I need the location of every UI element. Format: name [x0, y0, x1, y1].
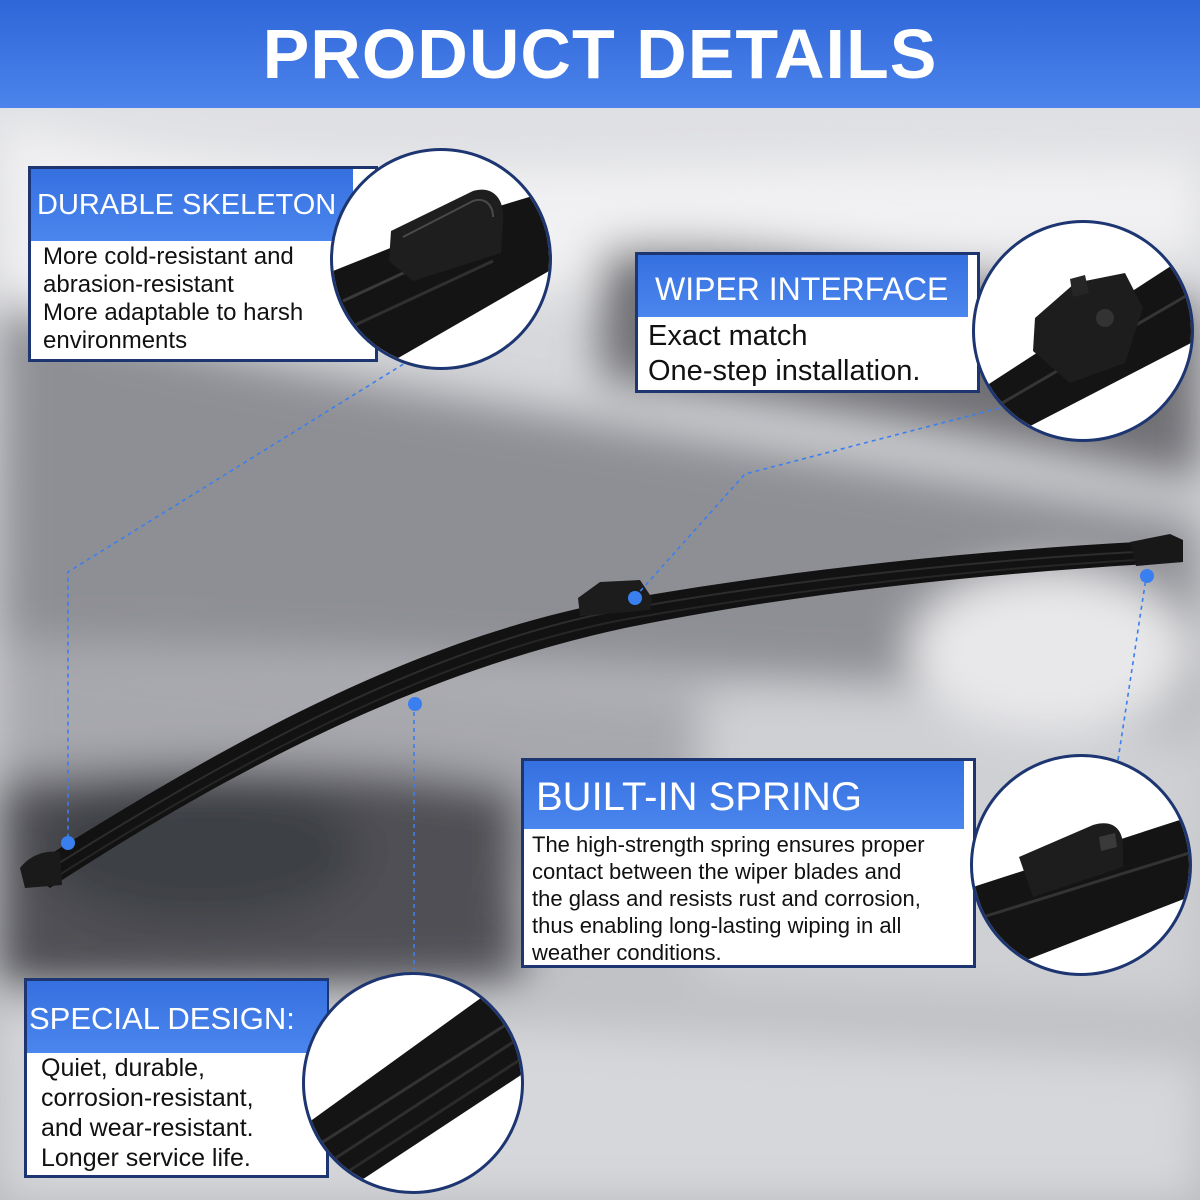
callout-body: Quiet, durable, corrosion-resistant, and… [27, 1053, 326, 1173]
callout-line: abrasion-resistant [43, 271, 234, 298]
callout-line: More adaptable to harsh [43, 299, 304, 326]
spring-end-detail [1019, 823, 1123, 897]
end-cap-detail [389, 189, 504, 281]
callout-line: One-step installation. [648, 355, 921, 387]
lens-built-in-spring [970, 754, 1192, 976]
callout-line: corrosion-resistant, [41, 1084, 254, 1112]
callout-line: Longer service life. [41, 1144, 251, 1172]
callout-line: The high-strength spring ensures proper [532, 832, 925, 857]
lens-durable-skeleton [330, 148, 552, 370]
callout-line: Quiet, durable, [41, 1054, 205, 1082]
callout-line: weather conditions. [532, 940, 722, 965]
callout-built-in-spring: BUILT-IN SPRING The high-strength spring… [521, 758, 976, 968]
callout-line: environments [43, 327, 188, 354]
callout-line: and wear-resistant. [41, 1114, 254, 1142]
lens-wiper-interface [972, 220, 1194, 442]
callout-durable-skeleton: DURABLE SKELETON More cold-resistant and… [28, 166, 378, 362]
callout-title: WIPER INTERFACE [638, 255, 968, 317]
callout-body: More cold-resistant and abrasion-resista… [31, 241, 375, 355]
callout-body: Exact match One-step installation. [638, 317, 977, 389]
callout-line: Exact match [648, 320, 808, 352]
callout-line: contact between the wiper blades and [532, 859, 902, 884]
callout-body: The high-strength spring ensures proper … [524, 829, 973, 966]
callout-line: thus enabling long-lasting wiping in all [532, 913, 902, 938]
callout-title: BUILT-IN SPRING [524, 761, 964, 829]
page-title: PRODUCT DETAILS [262, 15, 938, 93]
callout-line: the glass and resists rust and corrosion… [532, 886, 921, 911]
header-banner: PRODUCT DETAILS [0, 0, 1200, 108]
callout-title: SPECIAL DESIGN: [27, 981, 327, 1053]
callout-special-design: SPECIAL DESIGN: Quiet, durable, corrosio… [24, 978, 329, 1178]
callout-line: More cold-resistant and [43, 243, 294, 270]
callout-title: DURABLE SKELETON [31, 169, 353, 241]
callout-wiper-interface: WIPER INTERFACE Exact match One-step ins… [635, 252, 980, 393]
lens-special-design [302, 972, 524, 1194]
connector-detail [1033, 273, 1143, 383]
